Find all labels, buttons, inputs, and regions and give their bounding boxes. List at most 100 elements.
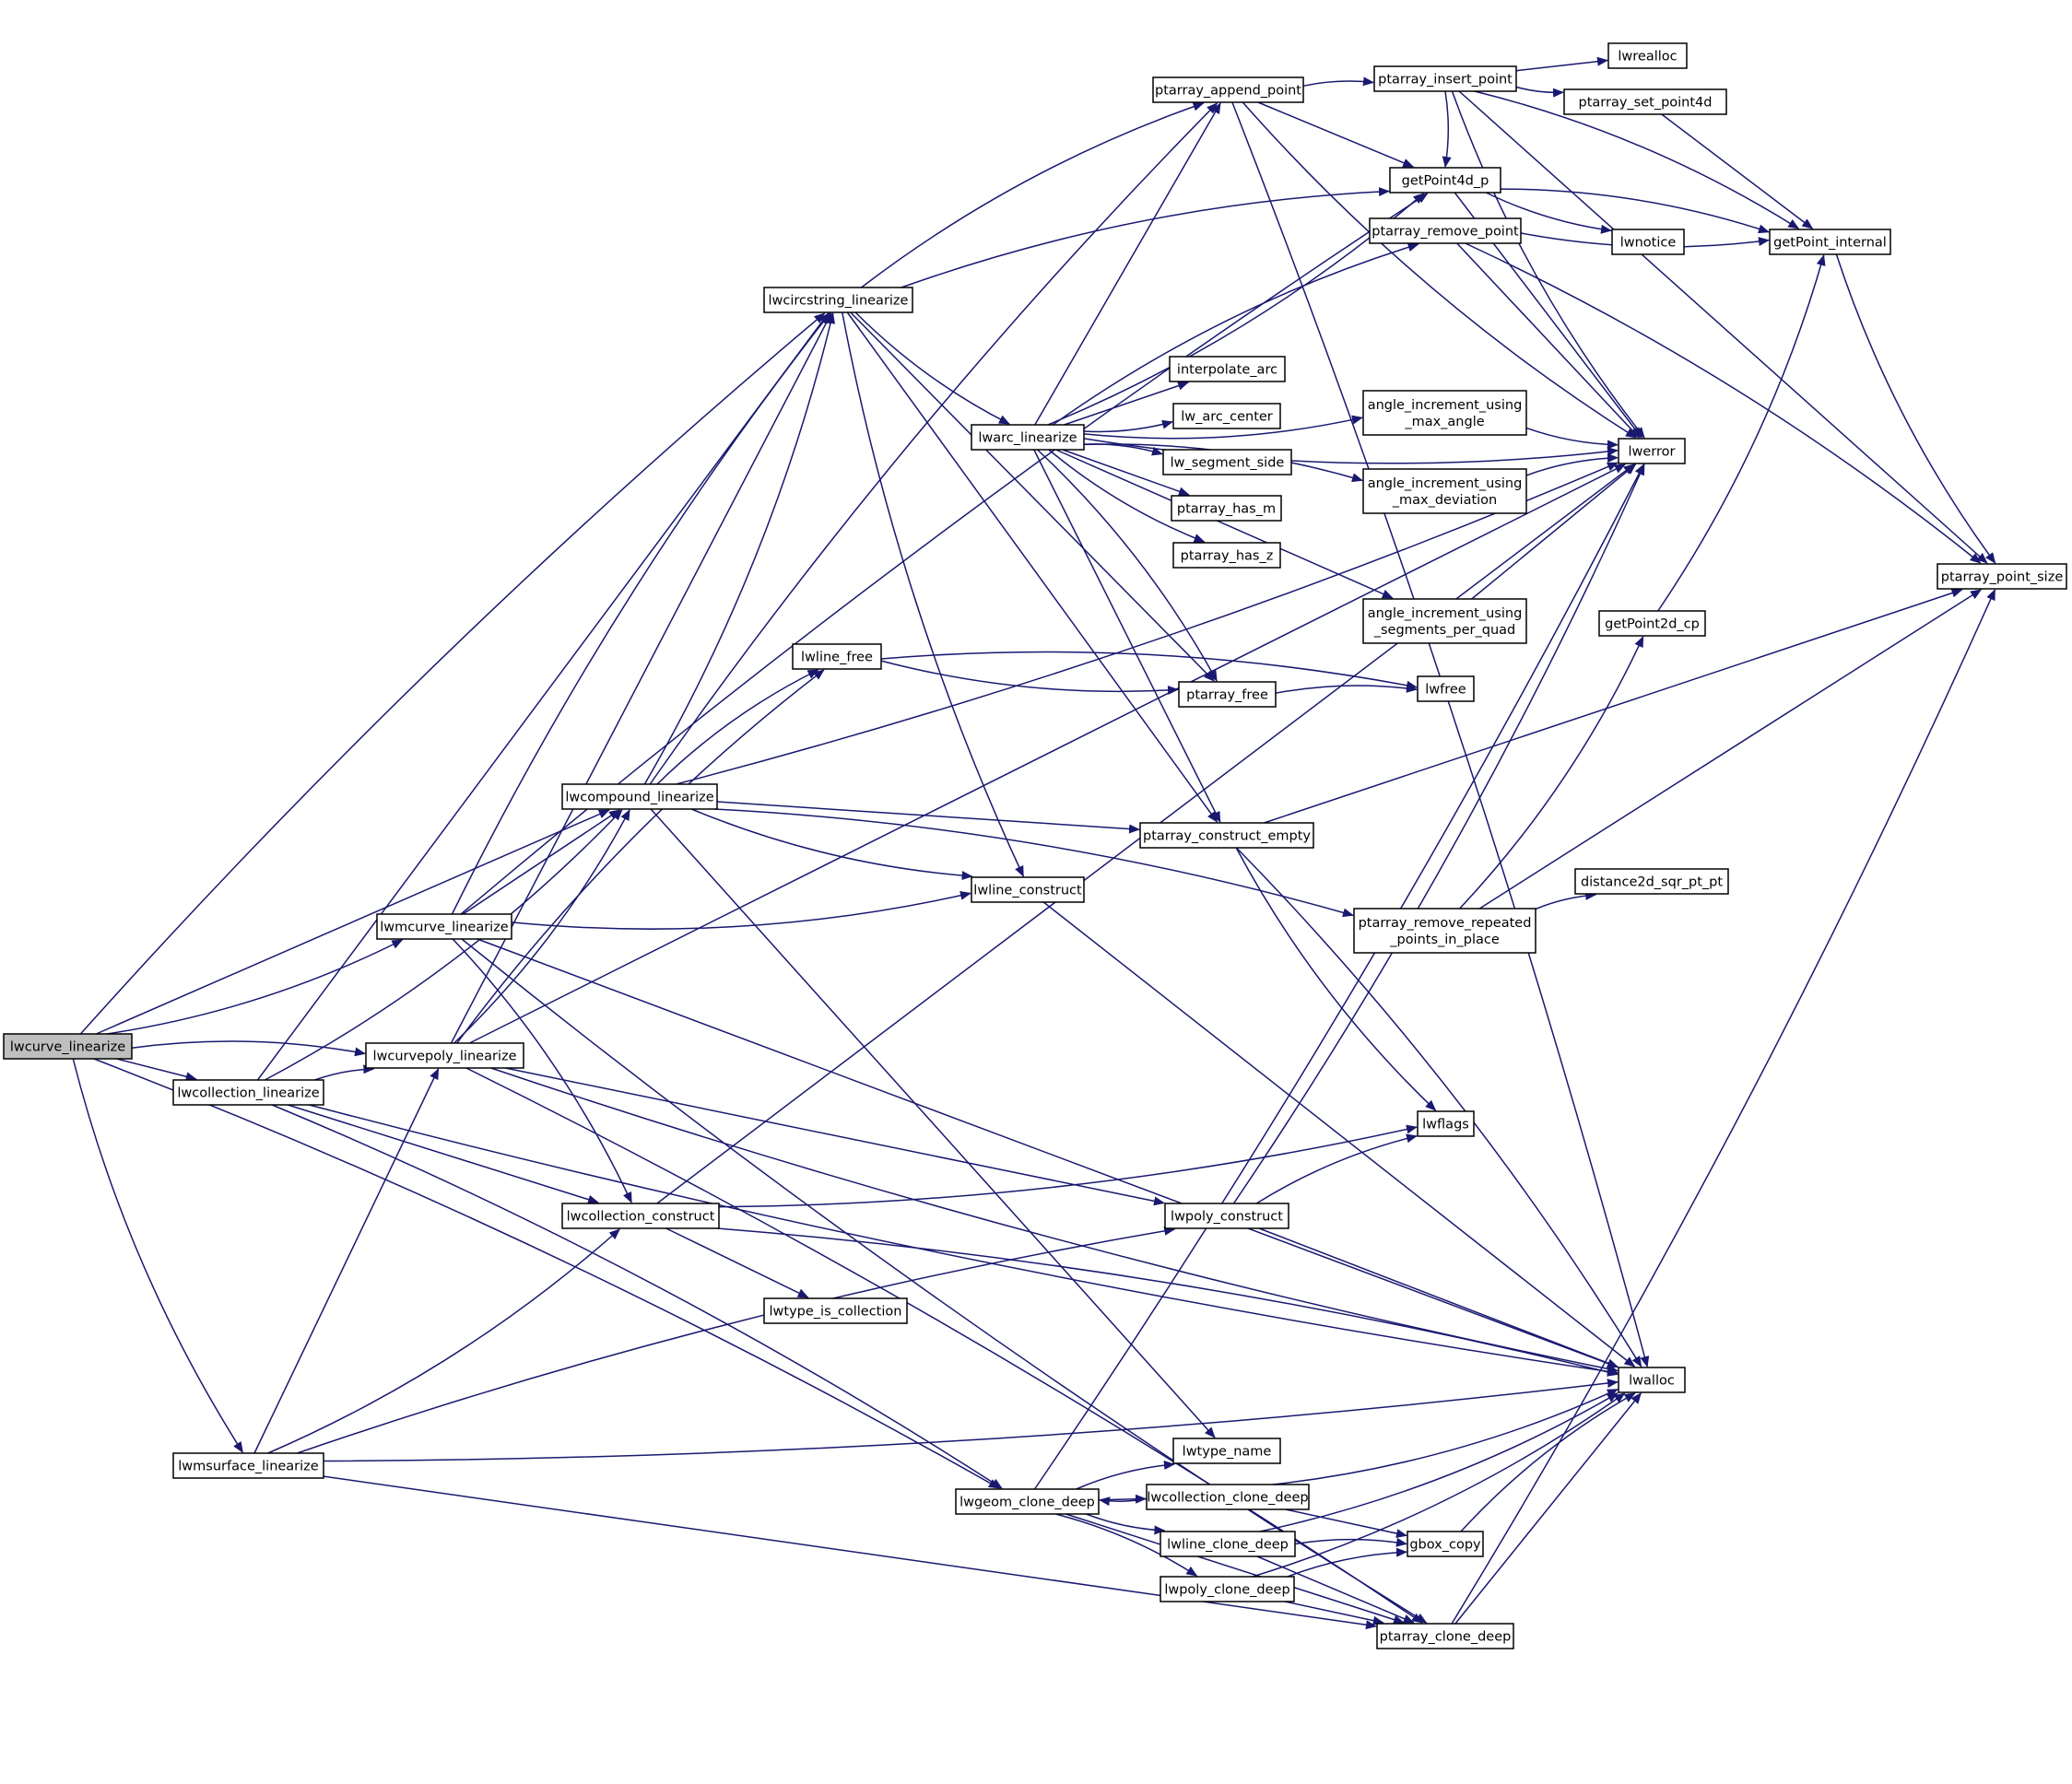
edge-ptarray_remove_repeated_points_in_place-to-ptarray_point_size <box>1478 589 1983 910</box>
edge-lwcircstring_linearize-to-ptarray_construct_empty <box>846 311 1218 823</box>
edge-ptarray_construct_empty-to-lwflags <box>1235 847 1437 1111</box>
node-label-angle_increment_using_segments_per_quad-line-2: _segments_per_quad <box>1373 623 1515 638</box>
node-gbox_copy[interactable]: gbox_copy <box>1407 1531 1484 1557</box>
node-ptarray_free[interactable]: ptarray_free <box>1178 681 1277 708</box>
node-lwtype_name[interactable]: lwtype_name <box>1172 1438 1281 1464</box>
edge-lwarc_linearize-to-lwerror <box>1083 438 1619 464</box>
node-lwgeom_clone_deep[interactable]: lwgeom_clone_deep <box>955 1488 1100 1515</box>
node-getPoint2d_cp[interactable]: getPoint2d_cp <box>1598 610 1706 637</box>
node-getPoint_internal[interactable]: getPoint_internal <box>1769 229 1891 255</box>
node-lwtype_is_collection[interactable]: lwtype_is_collection <box>763 1297 908 1324</box>
node-angle_increment_using_segments_per_quad[interactable]: angle_increment_using_segments_per_quad <box>1362 598 1527 644</box>
node-angle_increment_using_max_deviation[interactable]: angle_increment_using_max_deviation <box>1362 468 1527 514</box>
node-label-angle_increment_using_max_deviation-line-1: angle_increment_using <box>1368 476 1523 491</box>
node-box-lwflags <box>1417 1110 1475 1137</box>
edge-lwcurvepoly_linearize-to-lwline_free <box>456 669 825 1044</box>
node-box-lwcollection_construct <box>561 1203 720 1229</box>
node-label-gbox_copy: gbox_copy <box>1409 1538 1481 1553</box>
node-lwalloc[interactable]: lwalloc <box>1618 1367 1686 1393</box>
edge-ptarray_insert_point-to-ptarray_set_point4d <box>1515 86 1564 98</box>
node-lwfree[interactable]: lwfree <box>1417 675 1475 702</box>
edge-lwpoly_clone_deep-to-gbox_copy <box>1287 1547 1407 1578</box>
node-label-lwcollection_construct: lwcollection_construct <box>567 1210 715 1225</box>
edge-lwmsurface_linearize-to-ptarray_clone_deep <box>323 1475 1377 1630</box>
node-lwcollection_construct[interactable]: lwcollection_construct <box>561 1203 720 1229</box>
node-lw_arc_center[interactable]: lw_arc_center <box>1172 403 1281 429</box>
node-label-lwtype_is_collection: lwtype_is_collection <box>770 1305 902 1320</box>
node-lwarc_linearize[interactable]: lwarc_linearize <box>971 424 1085 451</box>
node-getPoint4d_p[interactable]: getPoint4d_p <box>1389 167 1501 194</box>
edge-lwcompound_linearize-to-ptarray_append_point <box>649 102 1218 785</box>
edge-ptarray_append_point-to-getPoint4d_p <box>1257 101 1415 168</box>
edge-ptarray_remove_repeated_points_in_place-to-distance2d_sqr_pt_pt <box>1535 890 1597 910</box>
edge-lwgeom_clone_deep-to-lwpoly_clone_deep <box>1055 1513 1198 1577</box>
node-label-lwpoly_clone_deep: lwpoly_clone_deep <box>1164 1583 1289 1598</box>
node-ptarray_construct_empty[interactable]: ptarray_construct_empty <box>1139 822 1314 849</box>
node-ptarray_insert_point[interactable]: ptarray_insert_point <box>1373 65 1517 92</box>
node-box-lwpoly_clone_deep <box>1160 1576 1295 1602</box>
node-lwflags[interactable]: lwflags <box>1417 1110 1475 1137</box>
node-ptarray_point_size[interactable]: ptarray_point_size <box>1937 563 2067 590</box>
node-lwpoly_construct[interactable]: lwpoly_construct <box>1164 1203 1289 1229</box>
node-lwline_free[interactable]: lwline_free <box>792 643 882 670</box>
node-ptarray_remove_point[interactable]: ptarray_remove_point <box>1369 217 1522 244</box>
edge-lwcircstring_linearize-to-ptarray_append_point <box>861 101 1205 288</box>
edge-angle_increment_using_segments_per_quad-to-lwerror <box>1471 464 1637 600</box>
node-label-lwline_free: lwline_free <box>801 651 873 665</box>
edge-ptarray_set_point4d-to-getPoint_internal <box>1661 113 1814 229</box>
node-ptarray_has_m[interactable]: ptarray_has_m <box>1171 495 1282 522</box>
node-lwmcurve_linearize[interactable]: lwmcurve_linearize <box>376 913 512 940</box>
node-label-ptarray_append_point: ptarray_append_point <box>1155 84 1301 99</box>
node-box-lwmcurve_linearize <box>376 913 512 940</box>
node-lwpoly_clone_deep[interactable]: lwpoly_clone_deep <box>1160 1576 1295 1602</box>
node-lwline_clone_deep[interactable]: lwline_clone_deep <box>1160 1531 1296 1557</box>
node-label-getPoint2d_cp: getPoint2d_cp <box>1605 617 1700 632</box>
edge-lwpoly_clone_deep-to-ptarray_clone_deep <box>1284 1601 1384 1626</box>
edge-ptarray_remove_point-to-ptarray_point_size <box>1465 242 1982 564</box>
node-label-ptarray_has_m: ptarray_has_m <box>1177 502 1276 517</box>
node-box-lwline_construct <box>971 876 1085 903</box>
edge-lwarc_linearize-to-interpolate_arc <box>1064 381 1190 426</box>
node-lwcompound_linearize[interactable]: lwcompound_linearize <box>561 783 718 810</box>
node-lwcurvepoly_linearize[interactable]: lwcurvepoly_linearize <box>365 1042 524 1069</box>
node-lwcollection_clone_deep[interactable]: lwcollection_clone_deep <box>1146 1484 1310 1510</box>
node-lwline_construct[interactable]: lwline_construct <box>971 876 1085 903</box>
edge-lwcurve_linearize-to-lwcollection_linearize <box>116 1058 197 1082</box>
node-distance2d_sqr_pt_pt[interactable]: distance2d_sqr_pt_pt <box>1574 868 1729 895</box>
node-interpolate_arc[interactable]: interpolate_arc <box>1169 356 1286 382</box>
node-lwrealloc[interactable]: lwrealloc <box>1607 42 1688 69</box>
node-label-lwgeom_clone_deep: lwgeom_clone_deep <box>959 1496 1095 1510</box>
edge-lwcollection_construct-to-lwtype_is_collection <box>665 1227 809 1298</box>
node-ptarray_remove_repeated_points_in_place[interactable]: ptarray_remove_repeated_points_in_place <box>1353 908 1536 954</box>
node-lwerror[interactable]: lwerror <box>1618 438 1686 464</box>
node-ptarray_has_z[interactable]: ptarray_has_z <box>1172 542 1281 569</box>
edge-lwmsurface_linearize-to-lwalloc <box>323 1379 1619 1462</box>
node-lw_segment_side[interactable]: lw_segment_side <box>1162 449 1292 475</box>
node-box-lwtype_is_collection <box>763 1297 908 1324</box>
node-box-ptarray_append_point <box>1152 76 1304 103</box>
edge-getPoint4d_p-to-lwnotice <box>1485 192 1612 234</box>
node-label-ptarray_point_size: ptarray_point_size <box>1941 570 2064 585</box>
node-lwcollection_linearize[interactable]: lwcollection_linearize <box>172 1079 324 1106</box>
edge-ptarray_remove_point-to-lwerror <box>1456 242 1641 439</box>
node-box-ptarray_free <box>1178 681 1277 708</box>
node-ptarray_set_point4d[interactable]: ptarray_set_point4d <box>1563 88 1727 115</box>
node-label-lwerror: lwerror <box>1629 445 1676 460</box>
node-angle_increment_using_max_angle[interactable]: angle_increment_using_max_angle <box>1362 390 1527 436</box>
node-box-lwtype_name <box>1172 1438 1281 1464</box>
edge-lwmcurve_linearize-to-lwline_construct <box>511 890 971 930</box>
edge-lwline_clone_deep-to-lwalloc <box>1259 1392 1619 1532</box>
node-ptarray_clone_deep[interactable]: ptarray_clone_deep <box>1376 1623 1514 1649</box>
edge-lwarc_linearize-to-ptarray_append_point <box>1034 102 1221 426</box>
node-lwnotice[interactable]: lwnotice <box>1611 229 1685 255</box>
node-ptarray_append_point[interactable]: ptarray_append_point <box>1152 76 1304 103</box>
edge-lwmcurve_linearize-to-lwcompound_linearize <box>462 809 621 915</box>
node-box-ptarray_set_point4d <box>1563 88 1727 115</box>
node-lwcircstring_linearize[interactable]: lwcircstring_linearize <box>763 287 913 313</box>
node-box-interpolate_arc <box>1169 356 1286 382</box>
node-lwmsurface_linearize[interactable]: lwmsurface_linearize <box>172 1452 324 1479</box>
edge-lwcompound_linearize-to-lwerror <box>676 462 1619 785</box>
edge-ptarray_insert_point-to-getPoint_internal <box>1474 90 1800 229</box>
node-lwcurve_linearize[interactable]: lwcurve_linearize <box>3 1033 133 1060</box>
